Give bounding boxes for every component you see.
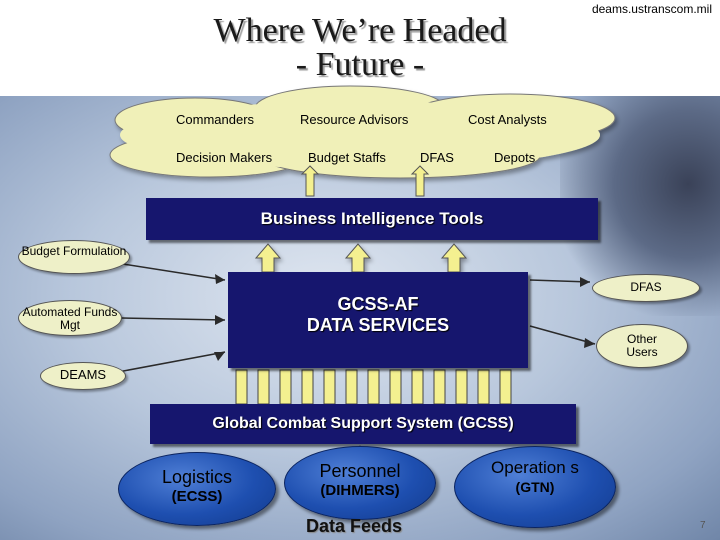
- side-arrowheads: [214, 274, 595, 361]
- node-budget-formulation: Budget Formulation: [18, 240, 130, 274]
- cloud-label-depots: Depots: [494, 150, 536, 165]
- oval-operations: Operation s (GTN): [454, 446, 616, 528]
- oval-logistics: Logistics (ECSS): [118, 452, 276, 526]
- operations-label: Operation s: [491, 458, 579, 477]
- cloud-label-dfas: DFAS: [420, 150, 454, 165]
- cloud-label-resource-advisors: Resource Advisors: [300, 112, 409, 127]
- node-other-users: Other Users: [596, 324, 688, 368]
- node-automated-funds-mgt: Automated Funds Mgt: [18, 300, 122, 336]
- personnel-label: Personnel: [319, 461, 401, 481]
- node-dfas: DFAS: [592, 274, 700, 302]
- cloud-label-budget-staffs: Budget Staffs: [308, 150, 386, 165]
- logistics-sub: (ECSS): [171, 488, 223, 505]
- data-feeds-label: Data Feeds: [306, 516, 403, 536]
- oval-personnel: Personnel (DIHMERS): [284, 446, 436, 520]
- business-intelligence-tools-bar: Business Intelligence Tools: [146, 198, 598, 240]
- cloud-label-commanders: Commanders: [176, 112, 255, 127]
- cloud-arrows: [300, 165, 430, 197]
- gcss-af-data-services-block: GCSS-AF DATA SERVICES: [228, 272, 528, 368]
- personnel-sub: (DIHMERS): [320, 482, 400, 499]
- page-title: Where We’re Headed - Future -: [160, 14, 560, 82]
- core-line-1: GCSS-AF: [337, 294, 419, 314]
- cloud-label-cost-analysts: Cost Analysts: [468, 112, 547, 127]
- core-line-2: DATA SERVICES: [306, 315, 450, 335]
- title-line-1: Where We’re Headed: [213, 12, 507, 49]
- logistics-label: Logistics: [161, 467, 233, 487]
- operations-sub: (GTN): [515, 479, 555, 495]
- title-line-2: - Future -: [295, 46, 425, 83]
- users-cloud: [109, 85, 616, 179]
- page-number: 7: [700, 520, 706, 531]
- gcss-bar: Global Combat Support System (GCSS): [150, 404, 576, 444]
- cloud-label-decision-makers: Decision Makers: [176, 150, 273, 165]
- data-stripes: [235, 369, 512, 405]
- site-url: deams.ustranscom.mil: [591, 2, 712, 16]
- node-deams: DEAMS: [40, 362, 126, 390]
- up-arrows: [254, 243, 468, 273]
